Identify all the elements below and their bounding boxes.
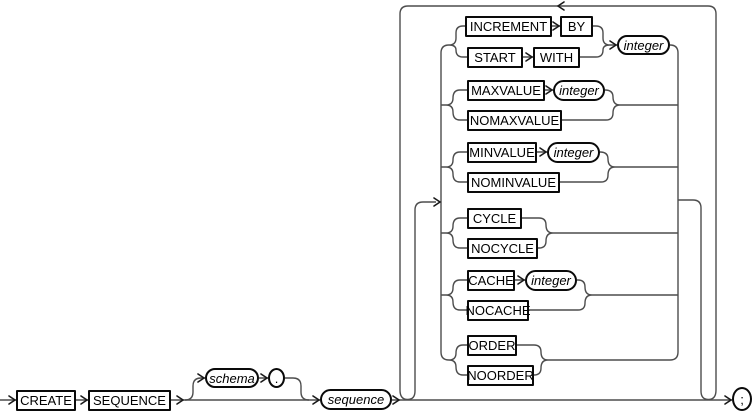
variable-schema: schema xyxy=(205,368,259,388)
keyword-by: BY xyxy=(560,16,593,37)
variable-integer: integer xyxy=(525,270,577,291)
keyword-start: START xyxy=(467,47,523,68)
keyword-nocache: NOCACHE xyxy=(466,300,531,321)
keyword-cache: CACHE xyxy=(467,270,515,291)
arrow-right-icon xyxy=(312,395,321,405)
arrow-right-icon xyxy=(392,395,401,405)
keyword-minvalue: MINVALUE xyxy=(467,142,537,163)
variable-sequence: sequence xyxy=(320,389,392,410)
keyword-with: WITH xyxy=(533,47,580,68)
arrow-right-icon xyxy=(545,85,554,95)
arrow-right-icon xyxy=(552,21,561,31)
connector-lines xyxy=(0,5,732,401)
arrowhead-icons xyxy=(8,1,733,405)
arrow-right-icon xyxy=(517,275,526,285)
variable-integer: integer xyxy=(547,142,600,163)
punct-semicolon: ; xyxy=(732,387,752,411)
arrow-right-icon xyxy=(433,197,442,207)
variable-integer: integer xyxy=(553,80,605,101)
arrow-left-icon xyxy=(556,1,565,11)
arrow-right-icon xyxy=(609,40,618,50)
arrow-right-icon xyxy=(8,395,17,405)
punct-dot: . xyxy=(268,368,285,388)
keyword-cycle: CYCLE xyxy=(467,208,522,229)
keyword-nomaxvalue: NOMAXVALUE xyxy=(467,110,562,131)
arrow-right-icon xyxy=(539,147,548,157)
arrow-right-icon xyxy=(80,395,89,405)
arrow-right-icon xyxy=(176,395,185,405)
keyword-sequence: SEQUENCE xyxy=(88,390,171,411)
keyword-maxvalue: MAXVALUE xyxy=(467,80,545,101)
keyword-increment: INCREMENT xyxy=(465,16,552,37)
keyword-noorder: NOORDER xyxy=(467,365,534,386)
arrow-right-icon xyxy=(197,373,206,383)
keyword-nominvalue: NOMINVALUE xyxy=(467,172,560,193)
arrow-right-icon xyxy=(724,395,733,405)
keyword-nocycle: NOCYCLE xyxy=(467,238,538,259)
keyword-order: ORDER xyxy=(467,335,517,356)
variable-integer: integer xyxy=(617,35,670,55)
keyword-create: CREATE xyxy=(16,390,76,411)
arrow-right-icon xyxy=(525,52,534,62)
arrow-right-icon xyxy=(260,373,269,383)
